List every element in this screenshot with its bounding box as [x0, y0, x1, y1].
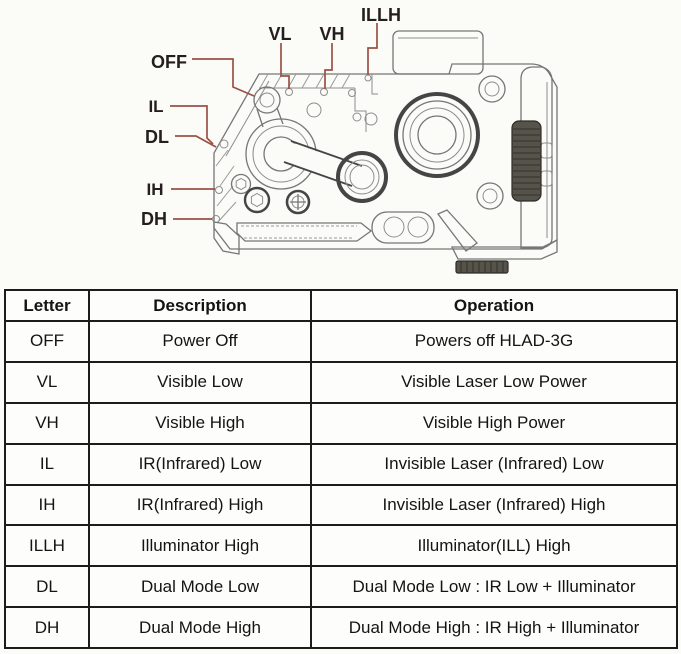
cell-letter: VL [4, 360, 90, 404]
label-ih: IH [147, 180, 164, 199]
labels: ILLH VL VH OFF IL DL IH DH [141, 5, 401, 229]
cell-description: Illuminator High [88, 524, 312, 568]
label-dh: DH [141, 209, 167, 229]
body-outline [213, 63, 558, 250]
header-description: Description [88, 289, 312, 322]
leader-vl [280, 43, 290, 89]
label-vl: VL [268, 24, 291, 44]
cell-letter: IH [4, 483, 90, 527]
device-body [212, 30, 558, 250]
top-block [392, 30, 484, 75]
cell-letter: DH [4, 606, 90, 649]
mode-table-body: OFF Power Off Powers off HLAD-3G VL Visi… [4, 320, 678, 649]
header-operation: Operation [310, 289, 678, 322]
leader-illh [367, 23, 378, 75]
table-row: DL Dual Mode Low Dual Mode Low : IR Low … [4, 565, 678, 609]
cell-description: Power Off [88, 320, 312, 363]
table-row: OFF Power Off Powers off HLAD-3G [4, 320, 678, 363]
device-diagram-svg: ILLH VL VH OFF IL DL IH DH [141, 5, 558, 274]
cell-operation: Dual Mode High : IR High + Illuminator [310, 606, 678, 649]
cell-letter: OFF [4, 320, 90, 363]
vh-position-hole [320, 88, 328, 96]
table-row: VH Visible High Visible High Power [4, 401, 678, 445]
vl-position-hole [285, 88, 293, 96]
label-il: IL [148, 97, 163, 116]
label-illh: ILLH [361, 5, 401, 25]
device-figure: ILLH VL VH OFF IL DL IH DH [0, 0, 681, 292]
cell-description: Visible Low [88, 360, 312, 404]
cell-operation: Invisible Laser (Infrared) High [310, 483, 678, 527]
label-vh: VH [319, 24, 344, 44]
table-row: ILLH Illuminator High Illuminator(ILL) H… [4, 524, 678, 568]
cell-description: Dual Mode Low [88, 565, 312, 609]
leader-vh [324, 43, 333, 89]
table-header-row: Letter Description Operation [4, 289, 678, 322]
adjustment-knob[interactable] [511, 120, 542, 202]
cell-operation: Illuminator(ILL) High [310, 524, 678, 568]
cell-operation: Invisible Laser (Infrared) Low [310, 442, 678, 486]
cell-operation: Powers off HLAD-3G [310, 320, 678, 363]
table-row: IL IR(Infrared) Low Invisible Laser (Inf… [4, 442, 678, 486]
mode-table: Letter Description Operation OFF Power O… [4, 289, 678, 649]
cell-description: Dual Mode High [88, 606, 312, 649]
leader-off [192, 58, 255, 97]
leader-dl [175, 135, 217, 148]
ih-position-hole [215, 186, 223, 194]
cell-description: IR(Infrared) High [88, 483, 312, 527]
phillips-screw [285, 189, 311, 215]
main-lens [394, 92, 480, 178]
battery-door [520, 66, 553, 249]
leader-lines [170, 23, 378, 220]
label-off: OFF [151, 52, 187, 72]
cell-letter: DL [4, 565, 90, 609]
table-row: VL Visible Low Visible Laser Low Power [4, 360, 678, 404]
mode-selector[interactable] [245, 86, 388, 203]
illh-position-hole [364, 74, 372, 82]
mount-base [213, 209, 558, 274]
right-assembly [511, 66, 553, 249]
label-dl: DL [145, 127, 169, 147]
cell-letter: VH [4, 401, 90, 445]
cell-operation: Dual Mode Low : IR Low + Illuminator [310, 565, 678, 609]
table-row: DH Dual Mode High Dual Mode High : IR Hi… [4, 606, 678, 649]
table-row: IH IR(Infrared) High Invisible Laser (In… [4, 483, 678, 527]
cell-operation: Visible High Power [310, 401, 678, 445]
cell-description: IR(Infrared) Low [88, 442, 312, 486]
leader-il [170, 105, 214, 145]
cell-letter: IL [4, 442, 90, 486]
fasteners [230, 75, 506, 215]
cell-description: Visible High [88, 401, 312, 445]
cell-operation: Visible Laser Low Power [310, 360, 678, 404]
header-letter: Letter [4, 289, 90, 322]
selector-knob[interactable] [253, 86, 281, 114]
cell-letter: ILLH [4, 524, 90, 568]
